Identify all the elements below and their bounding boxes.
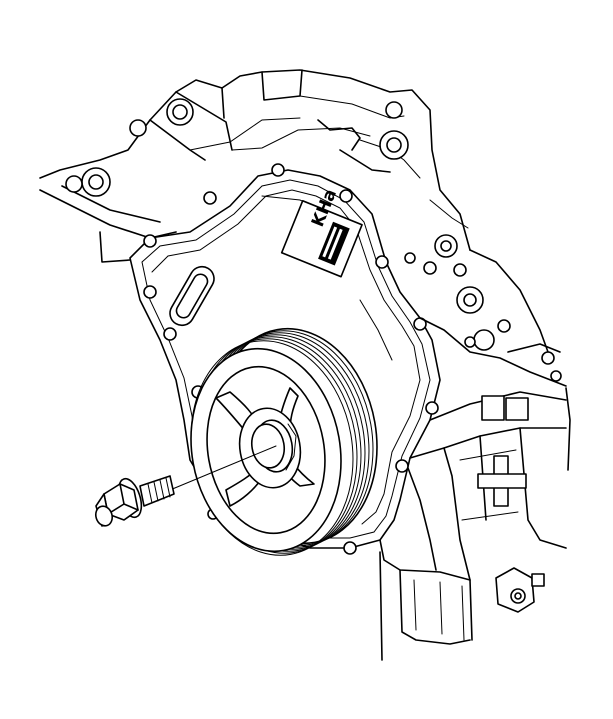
cover-label-plate: KHa — [280, 186, 363, 278]
front-cover — [129, 163, 441, 555]
drain-plug — [495, 567, 545, 613]
crankshaft-balancer — [190, 327, 378, 556]
balancer-bolt — [94, 475, 175, 527]
lower-block — [379, 317, 571, 661]
alignment-line — [169, 445, 277, 491]
engine-block — [39, 69, 549, 353]
